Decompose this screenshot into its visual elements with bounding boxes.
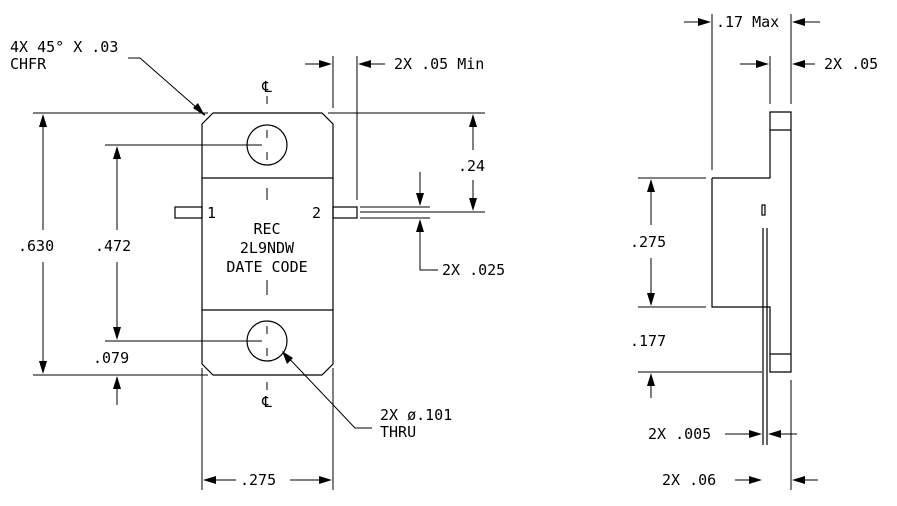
dim-lead-min: 2X .05 Min	[394, 55, 484, 73]
front-view: 1 2 REC 2L9NDW DATE CODE ℄ ℄	[105, 78, 358, 411]
pin-2-label: 2	[312, 204, 321, 222]
package-body-outline	[201, 112, 334, 376]
body-marking-line2: 2L9NDW	[240, 239, 295, 257]
dim-side-base: 2X .06	[662, 471, 716, 489]
side-view	[711, 111, 792, 445]
dim-hole-spacing: .472	[95, 237, 131, 255]
dim-hole-edge: .079	[93, 349, 129, 367]
dim-width: .275	[240, 471, 276, 489]
body-marking-line3: DATE CODE	[226, 258, 307, 276]
dim-overall-height: .630	[18, 237, 54, 255]
dim-side-height: .275	[630, 233, 666, 251]
dim-lead-offset: .24	[458, 157, 485, 175]
dim-lead-thickness: 2X .025	[442, 261, 505, 279]
chamfer-label-line2: CHFR	[10, 55, 47, 73]
hole-callout-line1: 2X ø.101	[380, 406, 452, 424]
lead-pin-1	[174, 206, 203, 219]
front-dimensions: 4X 45° X .03 CHFR .630 .472 .079 .275	[10, 38, 505, 490]
lead-pin-2	[332, 206, 358, 219]
dim-side-lead-thick: 2X .005	[648, 425, 711, 443]
pin-1-label: 1	[207, 204, 216, 222]
side-profile	[711, 111, 792, 373]
side-lead-stub	[761, 204, 766, 216]
centerline-symbol-bottom: ℄	[261, 393, 272, 411]
side-dimensions: .17 Max 2X .05 .275 .177 2X .005 2X	[630, 13, 878, 490]
hole-callout-line2: THRU	[380, 423, 416, 441]
dim-side-lead: 2X .05	[824, 55, 878, 73]
chamfer-label-line1: 4X 45° X .03	[10, 38, 118, 56]
body-marking-line1: REC	[253, 220, 280, 238]
dim-side-max: .17 Max	[716, 13, 779, 31]
dim-side-bottom: .177	[630, 332, 666, 350]
centerline-symbol-top: ℄	[261, 78, 272, 96]
